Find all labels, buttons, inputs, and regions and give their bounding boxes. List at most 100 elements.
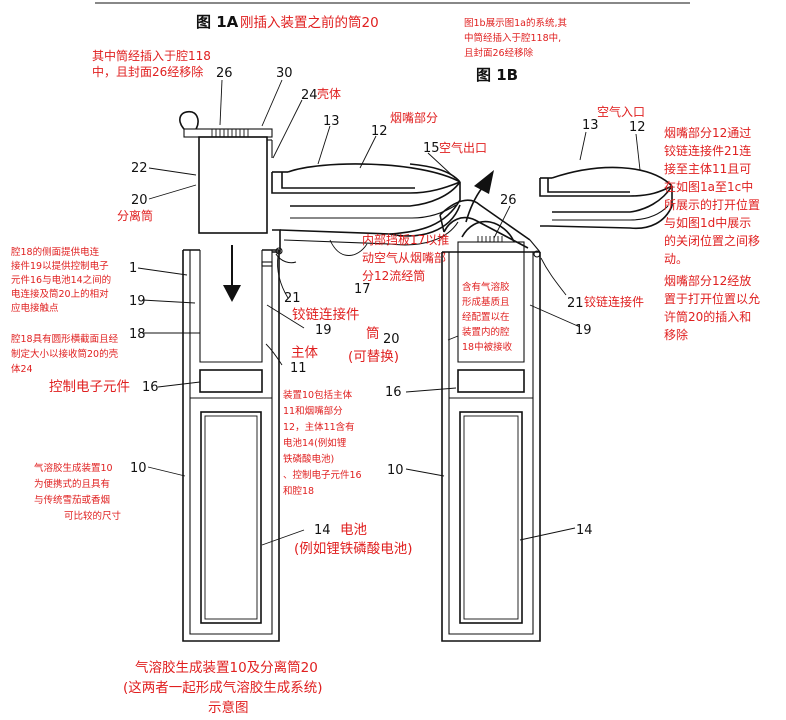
label-14-a: 14 [314,523,331,538]
label-19-a: 19 [129,294,146,309]
note-battery-l1: 电池 [340,522,367,538]
note-device-desc-l5: 铁磷酸电池) [283,453,334,465]
control-electronics-1a [199,369,263,393]
annotations-1a: 其中筒经插入于腔118 中，且封面26经移除 壳体 烟嘴部分 空气出口 分离筒 … [11,48,487,716]
note-substrate-l4: 装置内的腔 [462,326,510,338]
caption-l3: 示意图 [208,699,249,716]
note-hinge-desc-l8: 动。 [664,252,688,266]
label-15-a: 15 [423,141,440,156]
note-battery-l2: (例如锂铁磷酸电池) [294,541,413,557]
control-electronics-1b [457,369,525,393]
label-16-a: 16 [142,380,159,395]
device-body-1b [441,236,541,642]
label-17-a: 17 [354,282,371,297]
note-cavity-side-l2: 接件19以提供控制电子 [11,260,109,272]
pull-tab-1a [179,110,199,130]
leaders-1a [137,79,456,546]
label-14-b: 14 [576,523,593,538]
note-control-electronics: 控制电子元件 [49,379,130,395]
note-inner-baffle-l3: 分12流经筒 [362,268,425,283]
note-cartridge-l1: 筒 [366,325,380,342]
note-cavity-side-l3: 元件16与电池14之间的 [11,274,111,286]
label-20-b: 20 [383,332,400,347]
hinge-1b [533,250,541,258]
label-21-b: 21 [567,296,584,311]
device-body-1a [182,249,280,642]
note-device-desc-l6: 、控制电子元件16 [283,469,362,481]
note-hinge-desc-l2: 铰链连接件21连 [664,143,751,158]
note-seal-removed-l2: 中，且封面26经移除 [92,64,203,79]
note-portable-l2: 为便携式的且具有 [34,478,110,490]
numbers-1a: 26 30 24 13 12 15 22 20 1 19 18 21 17 19… [129,66,440,538]
note-substrate-l3: 经配置以在 [462,311,510,323]
note-portable-l1: 气溶胶生成装置10 [34,462,113,474]
note-seal-removed-l1: 其中筒经插入于腔118 [92,48,211,63]
note-substrate-l1: 含有气溶胶 [462,281,510,293]
label-12-a: 12 [371,124,388,139]
note-substrate-l5: 18中被接收 [462,341,513,353]
label-13-a: 13 [323,114,340,129]
note-mouthpiece-open-l2: 置于打开位置以允 [664,291,760,306]
fig-1a-title-prefix: 图 1A [196,13,239,31]
label-11-a: 11 [290,361,307,376]
note-cartridge-l2: (可替换) [348,349,399,365]
note-hinge-desc-l5: 所展示的打开位置 [664,197,760,212]
note-device-desc-l7: 和腔18 [283,485,314,497]
label-16-b: 16 [385,385,402,400]
label-19-b: 19 [575,323,592,338]
label-30-a: 30 [276,66,293,81]
label-21-a: 21 [284,291,301,306]
cartridge-1a [179,110,273,234]
label-12-b: 12 [629,120,646,135]
note-device-desc-l3: 12，主体11含有 [283,421,355,433]
note-cavity-shape-l3: 体24 [11,363,33,375]
note-hinge-desc-l6: 与如图1d中展示 [664,215,751,230]
label-20-a: 20 [131,193,148,208]
note-cavity-shape-l2: 制定大小以接收筒20的壳 [11,348,119,360]
note-air-outlet: 空气出口 [439,140,487,155]
note-mouthpiece-open-l4: 移除 [664,327,688,342]
note-cavity-side-l1: 腔18的侧面提供电连 [11,246,100,258]
caption-l1: 气溶胶生成装置10及分离筒20 [135,659,318,676]
label-24-a: 24 [301,88,318,103]
insert-arrow-head [223,285,241,302]
note-cavity-side-l5: 应电接触点 [11,302,59,314]
numbers-1b: 13 12 26 21 20 19 16 10 14 [383,118,646,538]
note-substrate-l2: 形成基质且 [462,296,510,308]
note-mouthpiece-open-l3: 许筒20的插入和 [664,309,751,324]
note-inner-baffle-l1: 内部挡板17以推 [362,232,449,247]
note-hinge-desc-l4: 在如图1a至1c中 [664,179,753,194]
label-10-a: 10 [130,461,147,476]
note-cavity-shape-l1: 腔18具有圆形横截面且经 [11,333,119,345]
fig-1b-caption-l1: 图1b展示图1a的系统,其 [464,17,567,29]
label-26-b: 26 [500,193,517,208]
note-hinge-connector-b: 铰链连接件 [584,294,644,309]
note-device-desc-l4: 电池14(例如锂 [283,437,347,449]
note-portable-l4: 可比较的尺寸 [64,510,122,522]
note-air-inlet: 空气入口 [597,104,645,119]
note-separation-cartridge: 分离筒 [117,208,153,223]
label-22-a: 22 [131,161,148,176]
figure-1b: 图1b展示图1a的系统,其 中筒经插入于腔118中, 且封面26经移除 图 1B [383,17,760,642]
battery-1b [459,411,523,624]
note-cavity-side-l4: 电连接及筒20上的相对 [11,288,109,300]
note-mouthpiece-part: 烟嘴部分 [390,110,438,125]
figure-1a: 图 1A 刚插入装置之前的筒20 [11,13,487,716]
hinge-1a [275,247,283,255]
fig-1a-title-suffix: 刚插入装置之前的筒20 [240,14,379,31]
label-18-a: 18 [129,327,146,342]
note-device-desc-l1: 装置10包括主体 [283,389,353,401]
note-portable-l3: 与传统雪茄或香烟 [34,494,110,506]
fig-1b-caption-l2: 中筒经插入于腔118中, [464,32,561,44]
note-main-body: 主体 [291,345,318,361]
annotations-1b: 空气入口 烟嘴部分12通过 铰链连接件21连 接至主体11且可 在如图1a至1c… [462,104,760,353]
note-hinge-desc-l3: 接至主体11且可 [664,161,751,176]
battery-1a [200,411,262,624]
label-19-a2: 19 [315,323,332,338]
label-1-a: 1 [129,261,137,276]
note-inner-baffle-l2: 动空气从烟嘴部 [362,250,446,265]
note-hinge-desc-l1: 烟嘴部分12通过 [664,125,751,140]
label-26-a: 26 [216,66,233,81]
fig-1b-title: 图 1B [476,66,518,84]
